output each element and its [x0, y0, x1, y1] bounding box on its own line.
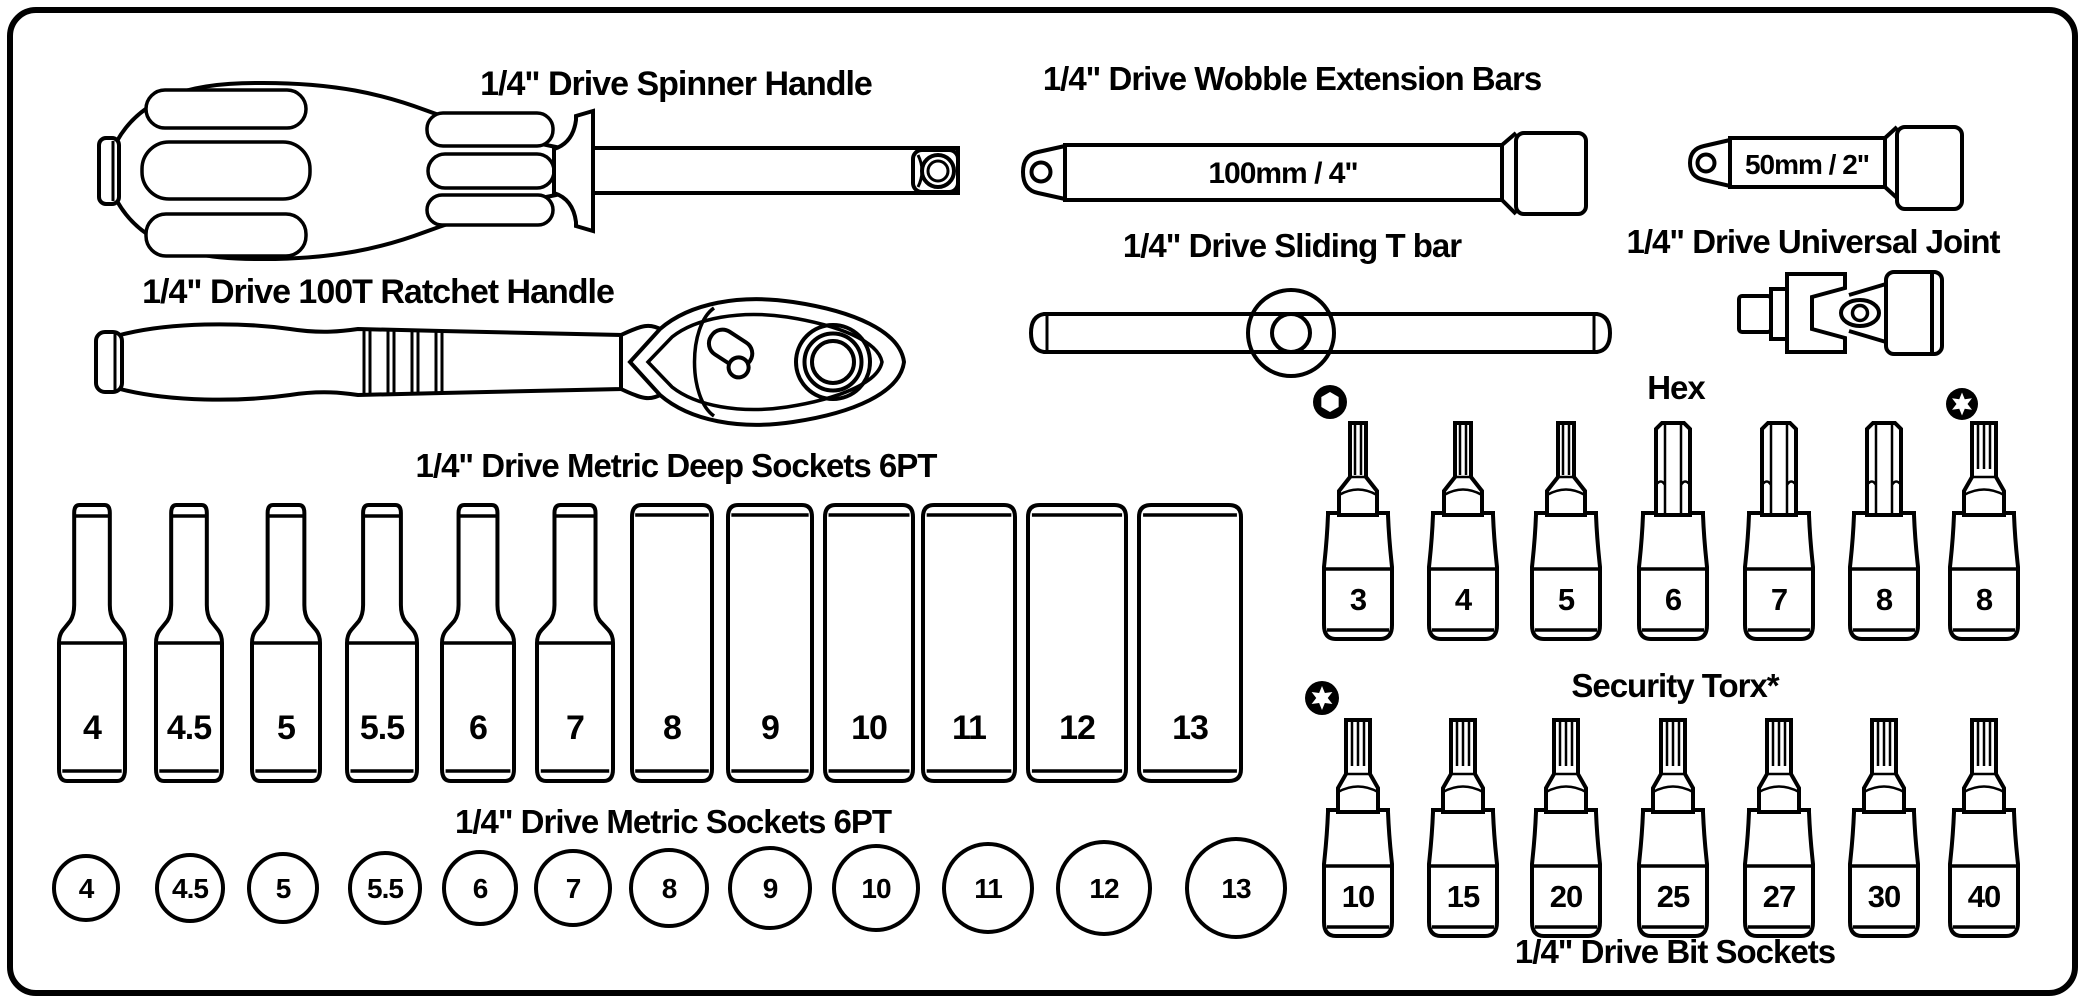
metric-socket-size-label: 5.5: [367, 873, 403, 904]
extension-bar-50mm-size-label: 50mm / 2": [1745, 149, 1869, 180]
deep-socket-size-label: 4.5: [167, 709, 211, 747]
wobble-extension-bars-label: 1/4" Drive Wobble Extension Bars: [1043, 60, 1541, 97]
hex-bit-size-label: 7: [1771, 582, 1787, 617]
deep-socket-size-label: 13: [1172, 709, 1208, 747]
metric-socket: [155, 853, 225, 923]
hex-bits-row: 3 4 5 6 7 8 8: [1313, 385, 2020, 641]
metric-socket-size-label: 6: [473, 873, 488, 904]
security-torx-size-label: 20: [1550, 879, 1582, 914]
deep-socket-size-label: 7: [566, 709, 584, 747]
universal-joint-label: 1/4" Drive Universal Joint: [1627, 223, 2001, 260]
security-torx-size-label: 15: [1447, 879, 1480, 914]
deep-socket-size-label: 11: [952, 709, 986, 747]
metric-socket: [1056, 840, 1152, 936]
deep-socket-size-label: 5.5: [360, 709, 404, 747]
deep-socket-size-label: 4: [83, 709, 102, 747]
sliding-t-bar-label: 1/4" Drive Sliding T bar: [1123, 227, 1462, 264]
metric-socket-size-label: 9: [763, 873, 778, 904]
security-torx-size-label: 27: [1763, 879, 1795, 914]
spinner-handle-graphic: [97, 80, 960, 262]
deep-socket-size-label: 6: [469, 709, 487, 747]
metric-socket: [728, 846, 812, 930]
metric-sockets-label: 1/4" Drive Metric Sockets 6PT: [455, 803, 892, 840]
deep-socket-size-label: 5: [277, 709, 295, 747]
universal-joint-graphic: [1737, 270, 1944, 356]
security-torx-icon: [1305, 681, 1339, 715]
security-torx-size-label: 25: [1657, 879, 1690, 914]
deep-socket-size-label: 10: [851, 709, 887, 747]
metric-socket-size-label: 8: [662, 873, 677, 904]
hex-icon: [1313, 385, 1347, 419]
metric-socket: [942, 842, 1034, 934]
metric-socket: [348, 851, 422, 925]
metric-socket-size-label: 4.5: [172, 873, 208, 904]
metric-socket-size-label: 10: [861, 873, 891, 904]
security-torx-size-label: 30: [1868, 879, 1900, 914]
metric-socket-size-label: 13: [1221, 873, 1251, 904]
deep-sockets-row: 4 4.5 5 5.5 6 7 8 9 10 11 12 13: [57, 505, 1241, 781]
security-torx-size-label: 10: [1342, 879, 1374, 914]
hex-bit-size-label: 4: [1455, 582, 1473, 617]
extension-bar-50mm-graphic: [1687, 125, 1964, 211]
metric-socket-size-label: 12: [1089, 873, 1119, 904]
metric-socket-size-label: 4: [79, 873, 95, 904]
extension-bar-100mm-size-label: 100mm / 4": [1208, 157, 1357, 190]
metric-socket: [1185, 837, 1287, 939]
deep-socket-size-label: 8: [663, 709, 681, 747]
hex-bits-label: Hex: [1647, 369, 1706, 406]
security-torx-row: 10 15 20 25 27 30 40: [1305, 681, 2020, 938]
metric-socket-size-label: 11: [974, 873, 1002, 904]
hex-bit-size-label: 6: [1665, 582, 1682, 617]
extension-bar-100mm-graphic: [1020, 131, 1588, 216]
bit-sockets-label: 1/4" Drive Bit Sockets: [1515, 933, 1835, 970]
hex-bit-size-label: 3: [1350, 582, 1367, 617]
metric-socket-size-label: 7: [566, 873, 581, 904]
security-torx-label: Security Torx*: [1571, 667, 1779, 704]
metric-socket: [832, 844, 920, 932]
hex-bit-size-label: 5: [1558, 582, 1575, 617]
metric-socket: [442, 850, 518, 926]
metric-socket-size-label: 5: [276, 873, 291, 904]
spinner-handle-label: 1/4" Drive Spinner Handle: [480, 65, 872, 103]
deep-socket-size-label: 9: [761, 709, 779, 747]
metric-sockets-row: 4 4.5 5 5.5 6 7 8 9 10 11 12 13: [52, 837, 1287, 939]
security-torx-size-label: 40: [1968, 879, 2000, 914]
metric-socket: [247, 852, 319, 924]
hex-bit-size-label: 8: [1976, 582, 1993, 617]
torx-icon: [1946, 388, 1978, 420]
ratchet-handle-graphic: [94, 297, 907, 427]
hex-bit-size-label: 8: [1876, 582, 1893, 617]
deep-sockets-label: 1/4" Drive Metric Deep Sockets 6PT: [416, 447, 938, 484]
metric-socket: [52, 854, 120, 922]
metric-socket: [629, 848, 709, 928]
sliding-t-bar-graphic: [1028, 288, 1613, 378]
metric-socket: [534, 849, 612, 927]
deep-socket-size-label: 12: [1059, 709, 1095, 747]
ratchet-handle-label: 1/4" Drive 100T Ratchet Handle: [142, 273, 614, 311]
